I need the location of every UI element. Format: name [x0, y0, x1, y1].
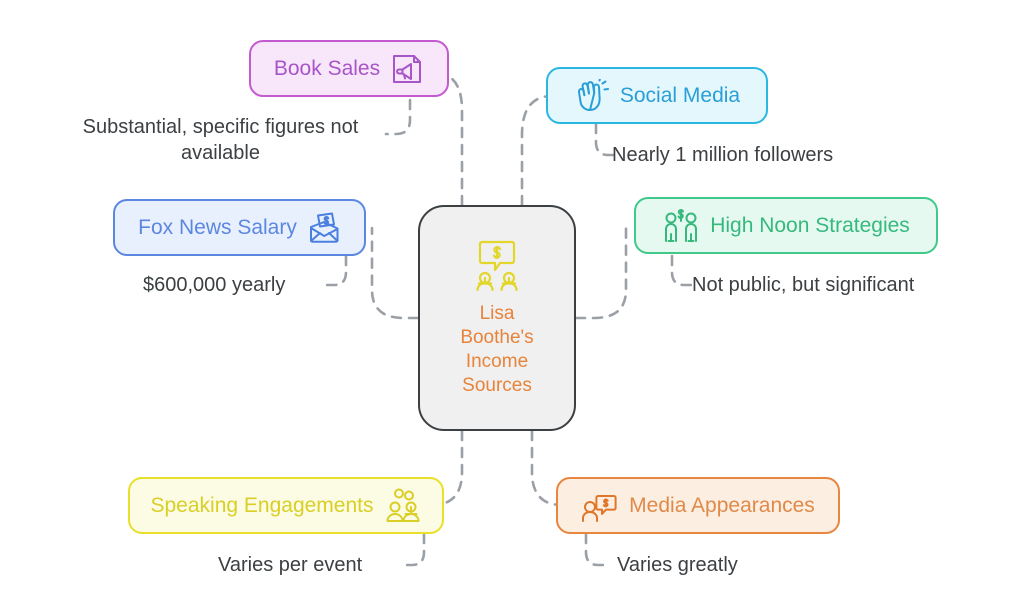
caption-stub-book-sales [384, 98, 412, 136]
node-book-sales-label: Book Sales [273, 56, 381, 80]
node-fox-news-salary-label: Fox News Salary [138, 215, 297, 239]
node-speaking-engagements-label: Speaking Engagements [150, 493, 374, 517]
node-book-sales[interactable]: Book Sales [249, 40, 449, 97]
connector-high-noon-strategies [574, 226, 628, 320]
center-node-label: Lisa Boothe's Income Sources [460, 302, 534, 396]
node-high-noon-strategies[interactable]: High Noon Strategies [634, 197, 938, 254]
caption-social-media: Nearly 1 million followers [612, 144, 834, 166]
caption-fox-news-salary: $600,000 yearly [143, 274, 286, 296]
center-node[interactable]: Lisa Boothe's Income Sources [418, 205, 576, 431]
person-money-bubble-icon [581, 487, 619, 525]
node-high-noon-strategies-label: High Noon Strategies [710, 213, 910, 237]
node-social-media[interactable]: Social Media [546, 67, 768, 124]
caption-stub-media-appearances [584, 532, 612, 567]
caption-speaking-engagements: Varies per event [218, 554, 363, 576]
clapping-hands-icon [574, 78, 610, 113]
node-media-appearances-label: Media Appearances [629, 493, 815, 517]
caption-high-noon-strategies: Not public, but significant [692, 274, 915, 296]
envelope-money-icon [307, 211, 341, 245]
money-speech-bubble-people-icon [466, 239, 528, 296]
megaphone-icon [390, 52, 424, 86]
people-dollar-icon [662, 208, 700, 244]
caption-media-appearances: Varies greatly [617, 554, 738, 576]
node-fox-news-salary[interactable]: Fox News Salary [113, 199, 366, 256]
audience-group-icon [384, 487, 422, 525]
node-social-media-label: Social Media [619, 83, 741, 107]
node-media-appearances[interactable]: Media Appearances [556, 477, 840, 534]
caption-book-sales: Substantial, specific figures not availa… [82, 116, 359, 164]
node-speaking-engagements[interactable]: Speaking Engagements [128, 477, 444, 534]
